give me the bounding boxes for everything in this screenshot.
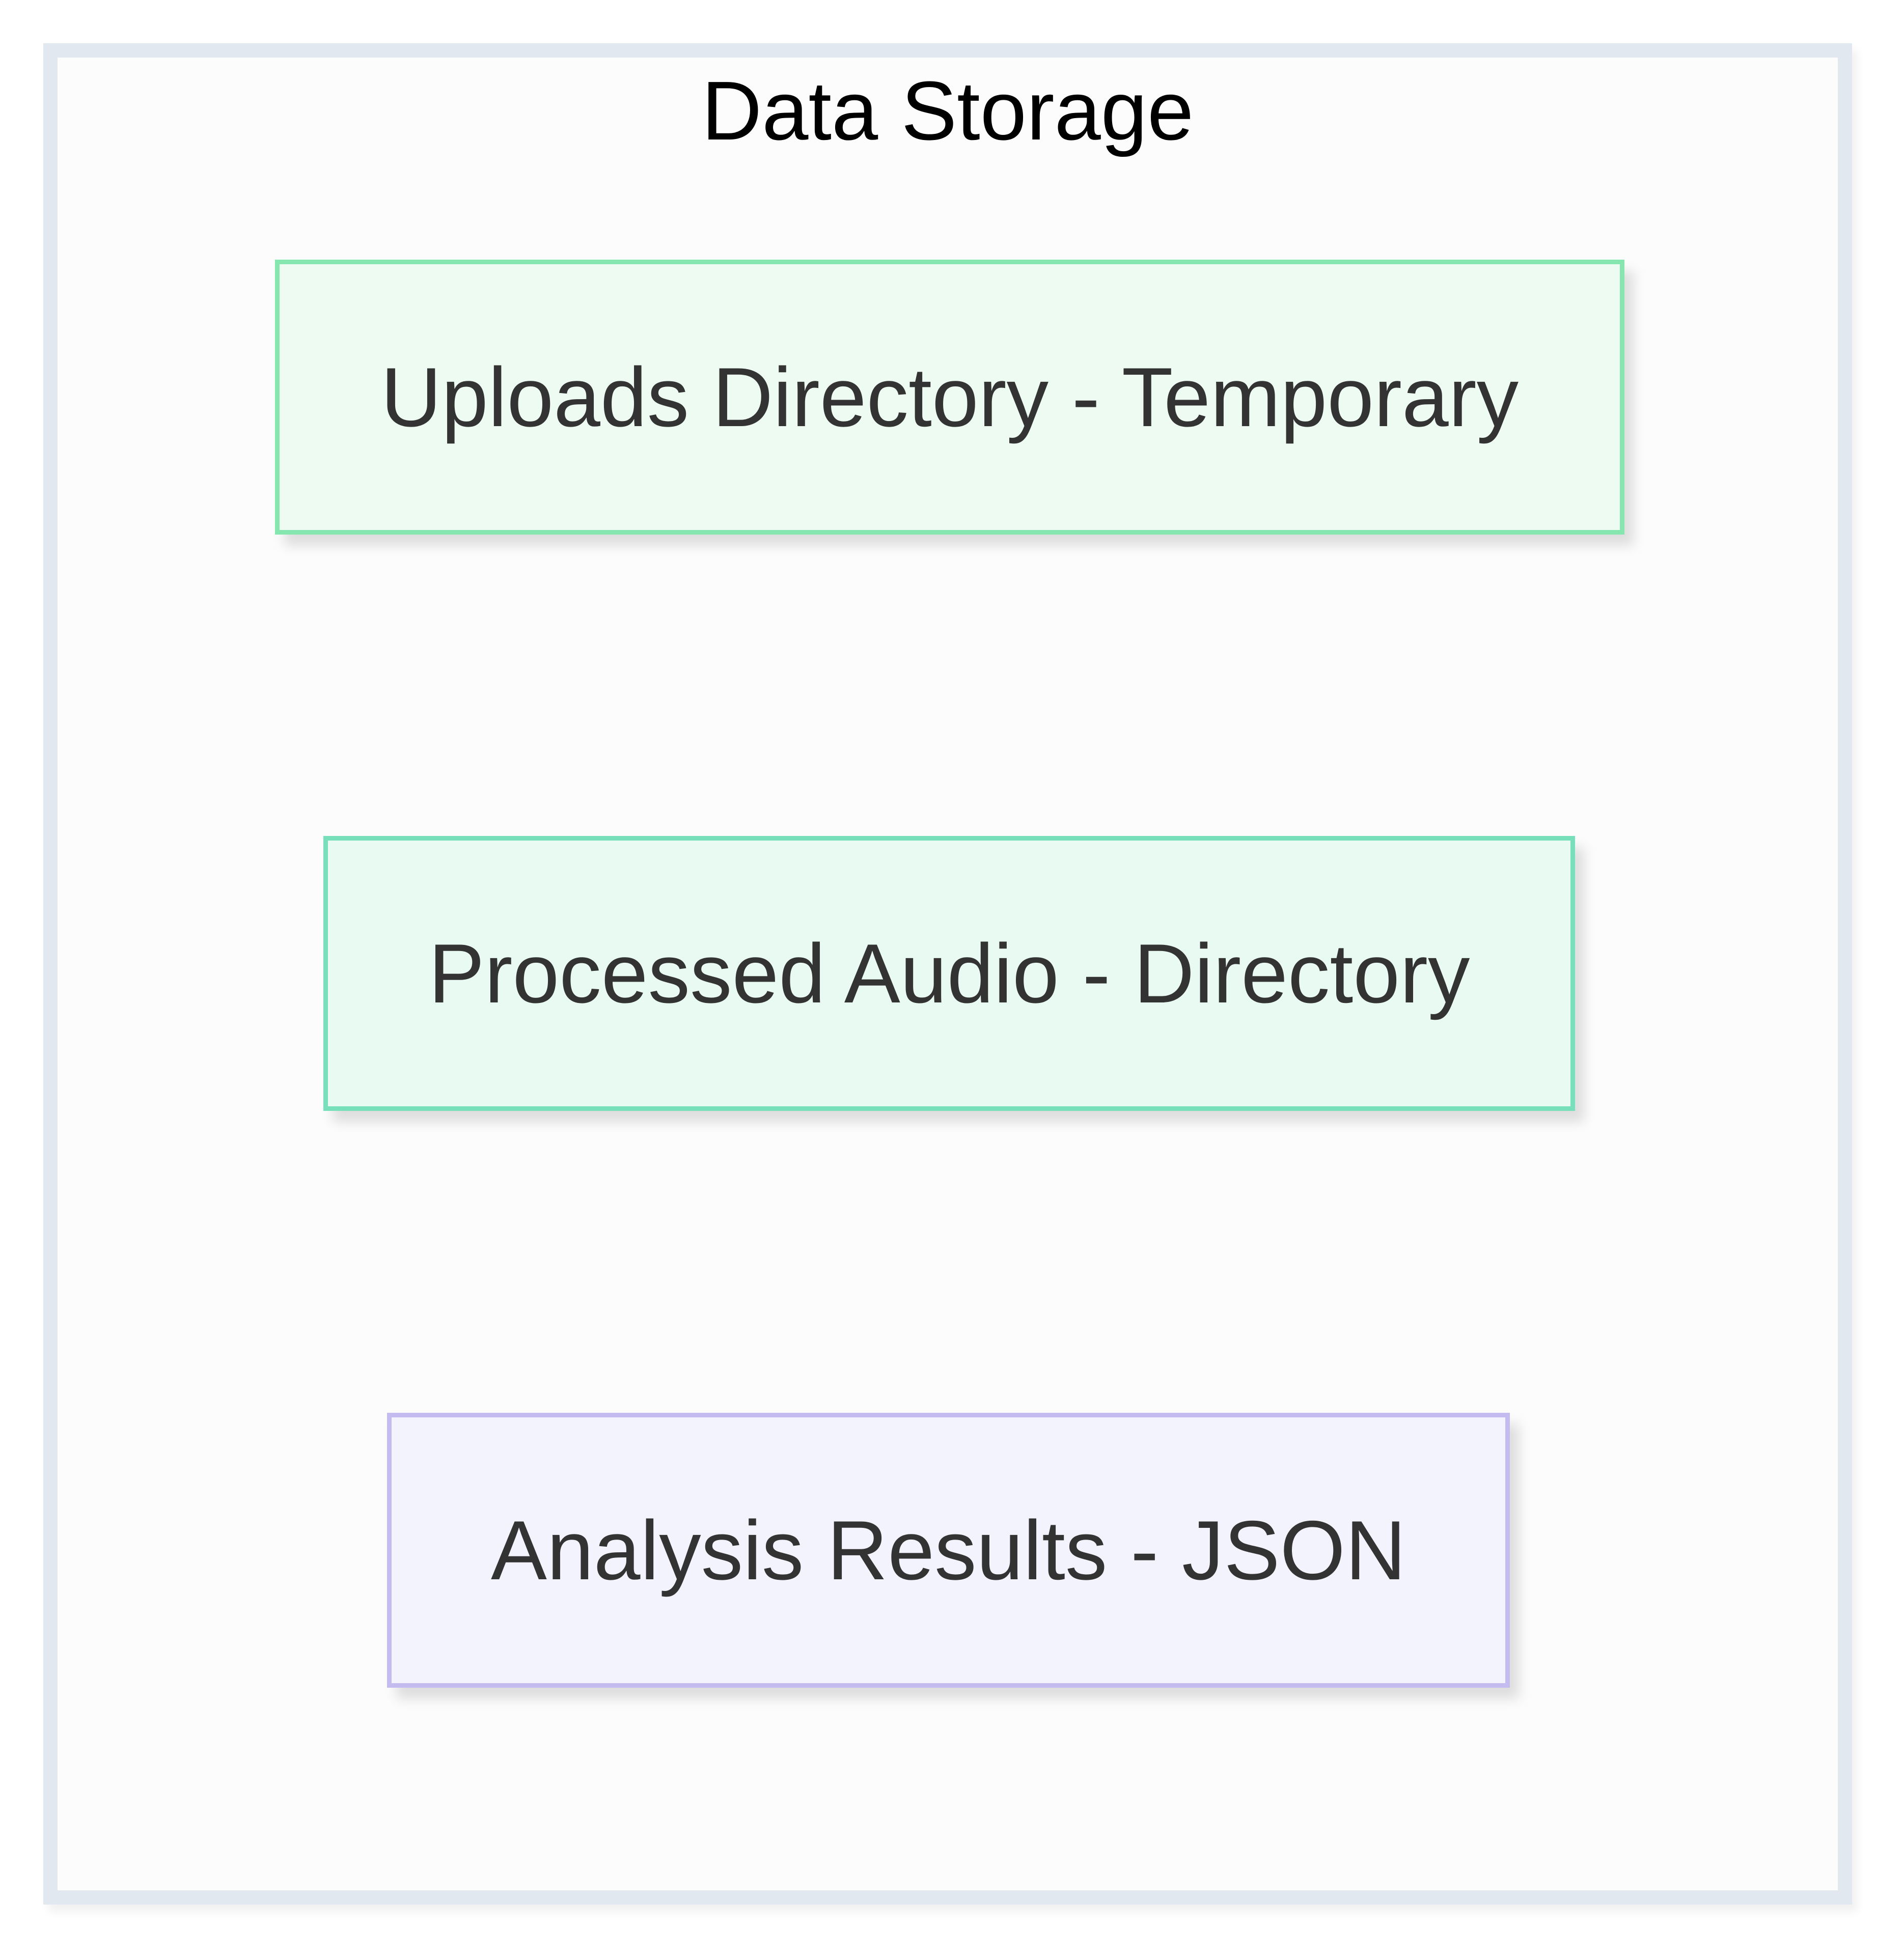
uploads-directory-node[interactable]: Uploads Directory - Temporary <box>275 260 1624 535</box>
analysis-results-node[interactable]: Analysis Results - JSON <box>387 1413 1510 1688</box>
node-label: Uploads Directory - Temporary <box>380 350 1519 444</box>
node-label: Analysis Results - JSON <box>490 1503 1406 1597</box>
processed-audio-node[interactable]: Processed Audio - Directory <box>323 836 1575 1111</box>
node-label: Processed Audio - Directory <box>428 926 1470 1020</box>
group-title: Data Storage <box>701 64 1194 157</box>
